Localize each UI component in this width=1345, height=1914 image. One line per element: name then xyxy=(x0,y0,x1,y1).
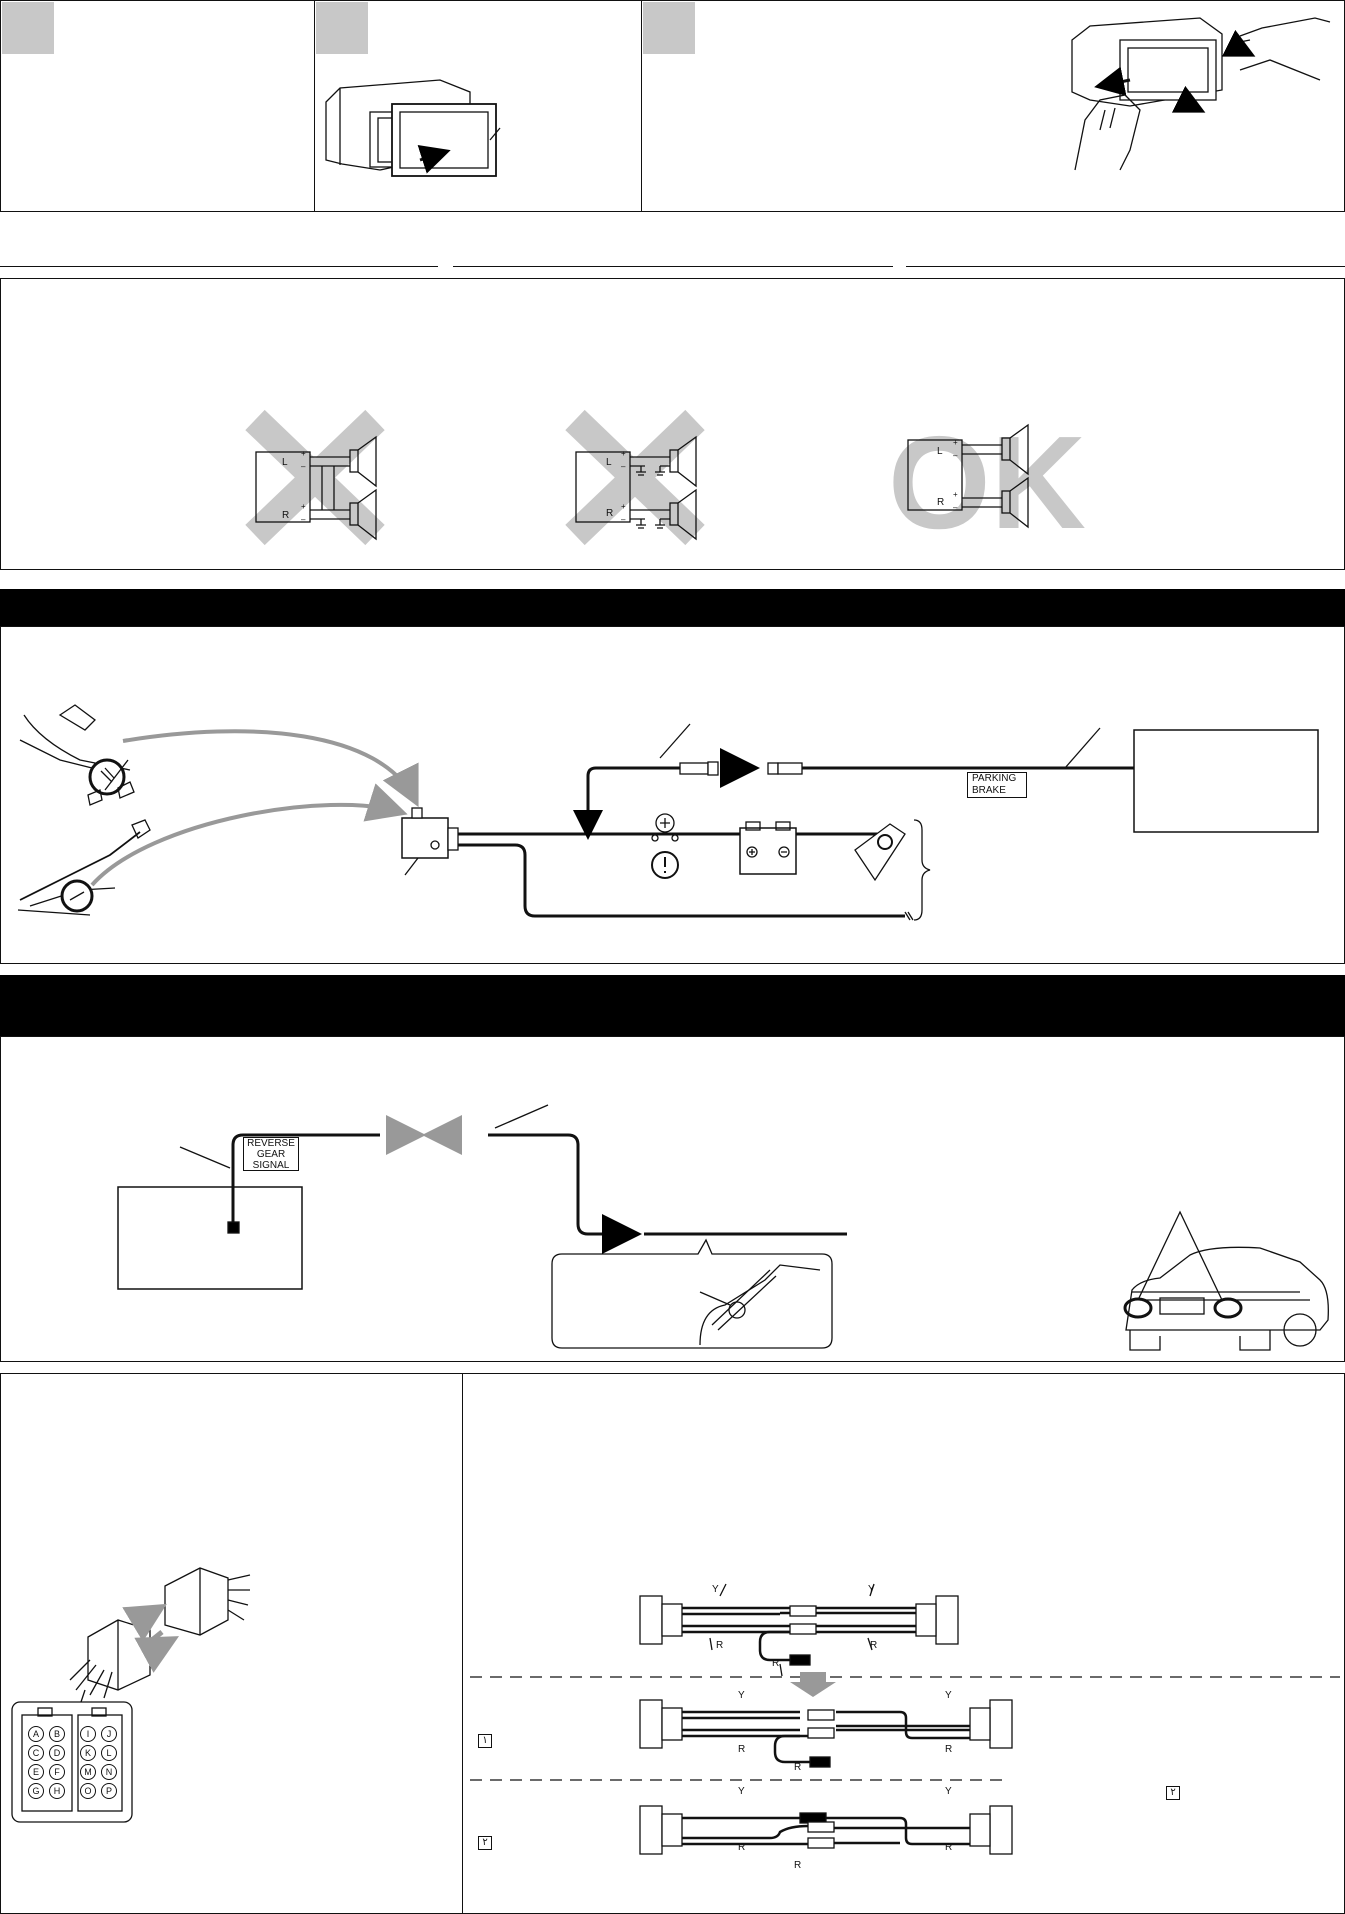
pin-e: E xyxy=(28,1764,44,1780)
pin-b: B xyxy=(49,1726,65,1742)
wire-mid-y-right: Y xyxy=(945,1690,952,1701)
speaker1-minus-bottom: – xyxy=(301,515,306,524)
pin-i: I xyxy=(80,1726,96,1742)
step-tab-3 xyxy=(643,2,695,54)
pin-o: O xyxy=(80,1783,96,1799)
wire-top-r-left: R xyxy=(716,1640,724,1651)
speaker1-plus-top: + xyxy=(301,449,306,458)
hands-removal-illustration xyxy=(1071,17,1331,171)
wire-top-y-right: Y xyxy=(868,1584,875,1595)
wire-top-r-lead: R xyxy=(772,1658,780,1669)
wire-bot-y-right: Y xyxy=(945,1786,952,1797)
parking-brake-diagram xyxy=(17,704,1319,921)
speaker2-minus-bottom: – xyxy=(621,515,626,524)
reverse-gear-label-line2: GEAR xyxy=(256,1149,286,1160)
wire-step1-badge: ١ xyxy=(478,1734,492,1748)
pin-c: C xyxy=(28,1745,44,1761)
reverse-gear-diagram xyxy=(117,1104,1329,1351)
wire-mid-r-left: R xyxy=(738,1744,746,1755)
wire-bot-r-right: R xyxy=(945,1842,953,1853)
reverse-gear-label-line3: SIGNAL xyxy=(252,1160,290,1171)
wire-step2-badge-b: ٢ xyxy=(1166,1786,1180,1800)
wire-mid-y-left: Y xyxy=(738,1690,745,1701)
unit-frame-illustration xyxy=(325,79,501,177)
speaker3-plus-bottom: + xyxy=(953,490,958,499)
reverse-gear-label: REVERSE GEAR SIGNAL xyxy=(243,1137,299,1171)
reverse-gear-label-line1: REVERSE xyxy=(247,1138,295,1149)
separator-line-1 xyxy=(0,266,438,267)
speaker2-plus-bottom: + xyxy=(621,502,626,511)
speaker1-plus-bottom: + xyxy=(301,502,306,511)
parking-brake-label: PARKING BRAKE xyxy=(967,772,1027,798)
pin-k: K xyxy=(80,1745,96,1761)
speaker2-left-label: L xyxy=(606,457,612,468)
pin-h: H xyxy=(49,1783,65,1799)
speaker-diagram-ok: OK xyxy=(888,409,1086,556)
wire-bot-y-left: Y xyxy=(738,1786,745,1797)
pin-d: D xyxy=(49,1745,65,1761)
parking-brake-label-line2: BRAKE xyxy=(972,785,1006,796)
speaker-diagram-wrong-2 xyxy=(565,409,705,546)
speaker-diagram-wrong-1 xyxy=(245,409,385,546)
separator-line-2 xyxy=(453,266,893,267)
wire-bot-r-left: R xyxy=(738,1842,746,1853)
wire-mid-r-lead: R xyxy=(794,1762,802,1773)
ok-mark: OK xyxy=(888,409,1086,556)
pin-a: A xyxy=(28,1726,44,1742)
speaker1-right-label: R xyxy=(282,510,290,521)
speaker3-plus-top: + xyxy=(953,438,958,447)
speaker1-minus-top: – xyxy=(301,462,306,471)
step-tab-2 xyxy=(316,2,368,54)
pin-j: J xyxy=(101,1726,117,1742)
step-tab-1 xyxy=(2,2,54,54)
wire-top-r-right: R xyxy=(870,1640,878,1651)
speaker2-right-label: R xyxy=(606,508,614,519)
pin-l: L xyxy=(101,1745,117,1761)
wire-mid-r-right: R xyxy=(945,1744,953,1755)
speaker3-minus-top: – xyxy=(953,451,958,460)
wire-step2-badge-a: ٢ xyxy=(478,1836,492,1850)
speaker1-left-label: L xyxy=(282,457,288,468)
speaker2-minus-top: – xyxy=(621,462,626,471)
speaker2-plus-top: + xyxy=(621,449,626,458)
reverse-gear-header-bar xyxy=(0,975,1345,1037)
parking-brake-header-bar xyxy=(0,589,1345,627)
speaker3-minus-bottom: – xyxy=(953,503,958,512)
pin-n: N xyxy=(101,1764,117,1780)
iso-pin-grid: A B C D E F G H I J K L M N O P xyxy=(28,1726,120,1810)
pin-g: G xyxy=(28,1783,44,1799)
pin-p: P xyxy=(101,1783,117,1799)
wire-harness-diagram xyxy=(470,1583,1340,1855)
speaker3-right-label: R xyxy=(937,497,945,508)
separator-line-3 xyxy=(906,266,1345,267)
pin-f: F xyxy=(49,1764,65,1780)
parking-brake-label-line1: PARKING xyxy=(972,773,1017,784)
wire-top-y-left: Y xyxy=(712,1584,719,1595)
pin-m: M xyxy=(80,1764,96,1780)
wire-bot-r-lead: R xyxy=(794,1860,802,1871)
speaker3-left-label: L xyxy=(937,446,943,457)
